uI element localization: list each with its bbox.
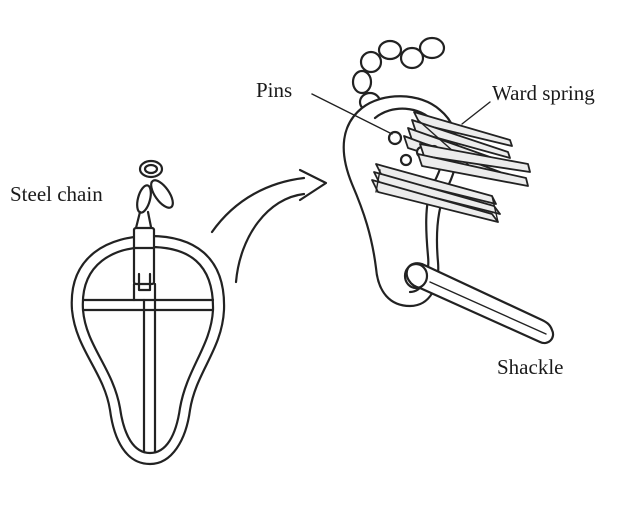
steel-chain-label: Steel chain [10,182,103,206]
steel-chain-icon [133,159,174,234]
padlock-key-icon [70,226,226,466]
pins-label: Pins [256,78,293,102]
ward-spring-leader-line [461,101,491,125]
ward-spring-label: Ward spring [492,81,595,105]
open-padlock-icon [342,95,555,345]
shackle-label: Shackle [497,355,564,379]
pins-leader-line [311,93,393,135]
curved-arrow-icon [210,168,328,284]
chain-icon [351,36,446,113]
